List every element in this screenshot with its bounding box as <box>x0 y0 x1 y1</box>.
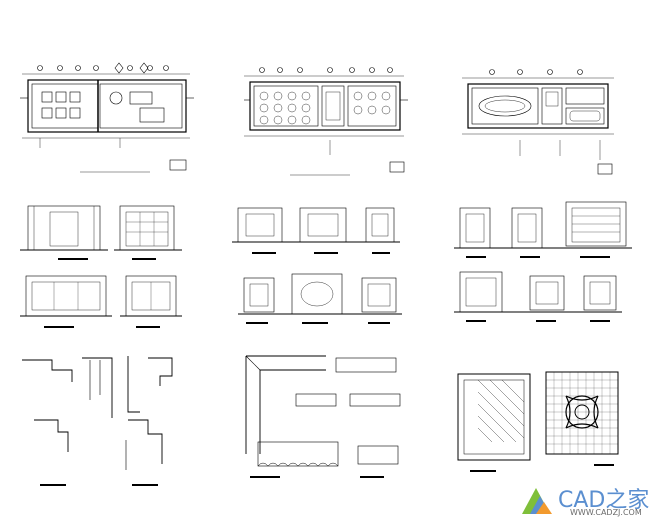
elevations-row-a <box>20 201 632 251</box>
cadzj-logo-icon <box>522 488 552 514</box>
cadzj-watermark: CAD之家 WWW.CADZJ.COM <box>520 480 650 520</box>
floor-plan-3 <box>462 69 614 175</box>
floor-pattern-col-3 <box>457 371 619 461</box>
floor-plan-1 <box>20 62 194 173</box>
watermark-brand: CAD之家 <box>558 488 650 513</box>
floor-plan-2 <box>244 67 408 176</box>
watermark-url: WWW.CADZJ.COM <box>570 508 642 517</box>
details-col-1 <box>22 356 173 470</box>
elevations-row-b <box>20 271 622 317</box>
sheet-caption-marks <box>40 252 614 486</box>
details-col-2 <box>245 355 401 467</box>
